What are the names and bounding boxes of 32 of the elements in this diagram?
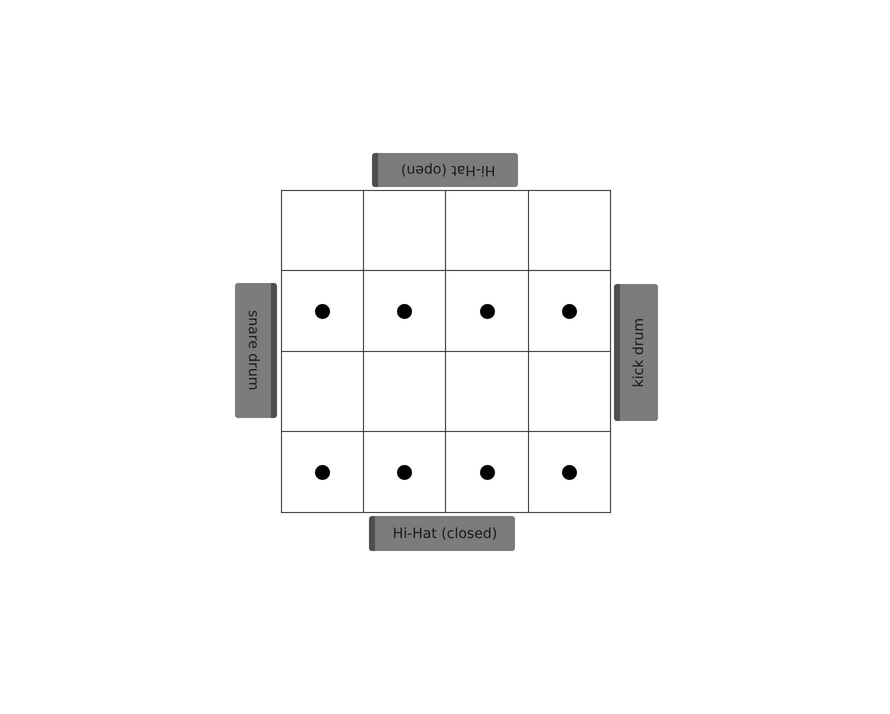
tab-label: snare drum — [245, 310, 261, 391]
grid-cell — [446, 271, 529, 352]
beat-dot — [397, 304, 412, 318]
tab-label: Hi-Hat (closed) — [392, 526, 498, 542]
grid-cell — [281, 352, 364, 432]
label-tab — [614, 284, 658, 421]
beat-dot — [480, 304, 494, 318]
grid-cell — [529, 432, 611, 513]
grid-cell — [364, 271, 446, 352]
beat-dot — [562, 464, 577, 480]
grid-cell — [446, 352, 529, 432]
label-tab — [372, 153, 518, 187]
beat-dot — [562, 304, 577, 318]
beat-dot — [315, 304, 330, 318]
grid-cell — [364, 432, 446, 513]
grid-cell — [446, 432, 529, 513]
grid-cell — [281, 271, 364, 352]
grid-cell — [529, 190, 611, 271]
grid-cell — [281, 190, 364, 271]
beat-dot — [397, 464, 412, 480]
grid-cell — [281, 432, 364, 513]
label-tab — [235, 283, 277, 418]
label-tab — [369, 516, 515, 551]
tab-label: kick drum — [631, 318, 647, 388]
grid-cell — [364, 190, 446, 271]
grid-cell — [446, 190, 529, 271]
beat-dot — [480, 464, 494, 480]
grid-cell — [529, 271, 611, 352]
grid-cell — [529, 352, 611, 432]
beat-dot — [315, 464, 330, 480]
tab-label: Hi-Hat (open) — [400, 162, 496, 178]
grid-cell — [364, 352, 446, 432]
